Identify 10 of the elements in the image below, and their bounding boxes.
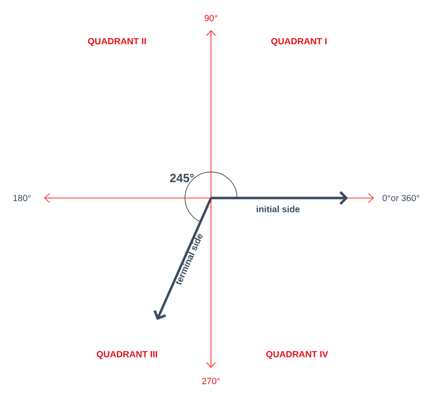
angle-label: 245° — [170, 174, 194, 182]
axis-label: 0°or 360° — [382, 194, 420, 202]
quadrant-label: QUADRANT I — [271, 38, 327, 46]
quadrant-label: QUADRANT II — [88, 38, 146, 46]
quadrant-label: QUADRANT III — [96, 350, 158, 360]
quadrant-label: QUADRANT IV — [266, 350, 328, 360]
axis-label: 270° — [202, 378, 220, 384]
axis-label: 180° — [13, 194, 31, 202]
side-label: initial side — [256, 206, 300, 212]
axis-label: 90° — [204, 14, 218, 22]
